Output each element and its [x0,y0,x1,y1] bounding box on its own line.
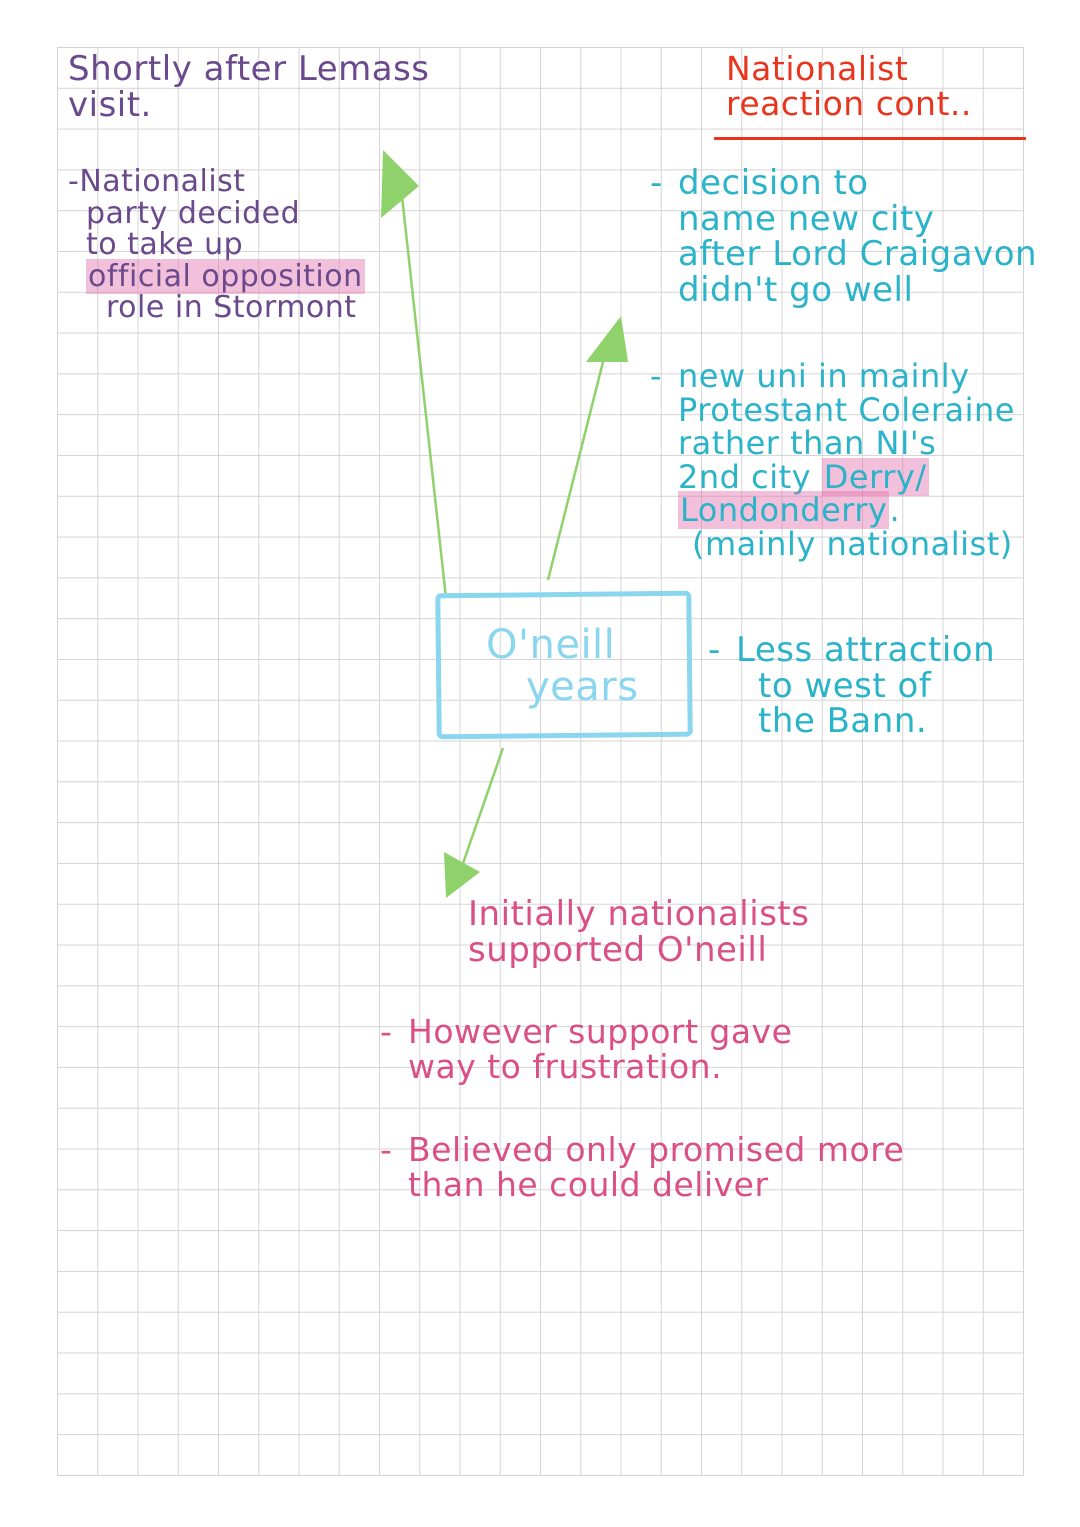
left-note-line1: -Nationalist [68,164,246,199]
arrow-head-to-left-note [381,150,419,218]
bottom-item-2-line2: than he could deliver [408,1164,769,1204]
dash-marker: - [650,163,663,203]
heading-right-underline [714,137,1026,140]
heading-left: Shortly after Lemass visit. [68,49,430,125]
center-topic-line2: years [526,664,639,710]
bottom-title-line1: Initially nationalists [468,894,810,934]
grid-paper-background [57,47,1024,1476]
right-item-1-line2: name new city [678,198,935,239]
arrow-head-to-right-notes [586,316,628,362]
left-note: -Nationalist party decided to take up of… [68,166,365,324]
right-note-item-3: - Less attraction to west of the Bann. [708,630,996,742]
heading-right-line1: Nationalist [726,49,909,88]
right-item-2-line1: new uni in mainly [678,357,970,395]
right-item-2-line3: rather than NI's [678,424,937,463]
right-item-2-line4a: 2nd city [678,457,822,496]
bottom-item-1-line2: way to frustration. [408,1046,723,1086]
bottom-item-2-line1: Believed only promised more [408,1130,905,1169]
right-item-2-line2: Protestant Coleraine [678,390,1015,429]
right-item-1-line4: didn't go well [678,270,914,311]
right-item-2-line4b-highlighted: Derry/ [821,457,929,496]
right-item-3-line3: the Bann. [758,701,928,742]
heading-left-line2: visit. [68,84,152,125]
right-note-item-1: - decision to name new city after Lord C… [650,163,1038,311]
right-note-item-2: - new uni in mainly Protestant Coleraine… [650,357,1015,563]
dash-marker: - [380,1130,393,1169]
heading-right: Nationalist reaction cont.. [726,49,972,123]
arrow-line-to-left-note [398,177,448,599]
heading-right-line2: reaction cont.. [726,83,972,123]
right-item-1-line1: decision to [678,163,869,203]
dash-marker: - [650,357,663,395]
arrow-line-to-right-notes [546,349,608,581]
bottom-note-item-2: - Believed only promised more than he co… [380,1130,905,1204]
left-note-line3: to take up [86,227,244,262]
left-note-line2: party decided [86,195,301,231]
right-item-3-line1: Less attraction [736,630,996,670]
left-note-line4-highlighted: official opposition [86,258,365,294]
bottom-item-1-line1: However support gave [408,1012,793,1051]
bottom-note-item-1: - However support gave way to frustratio… [380,1012,793,1086]
bottom-note-title: Initially nationalists supported O'neill [468,894,810,970]
dash-marker: - [380,1012,393,1051]
arrow-line-to-bottom-notes [458,747,505,873]
right-item-2-line6: (mainly nationalist) [692,524,1013,563]
center-topic-line1: O'neill [486,622,616,668]
right-item-2-line5-highlighted: Londonderry [678,491,890,530]
right-item-3-line2: to west of [758,665,932,706]
arrow-head-to-bottom-notes [444,852,480,898]
left-note-line5: role in Stormont [106,290,357,325]
right-item-2-line5b: . [889,491,901,530]
heading-left-line1: Shortly after Lemass [68,49,430,89]
right-item-1-line3: after Lord Craigavon [678,234,1038,275]
bottom-title-line2: supported O'neill [468,929,768,970]
dash-marker: - [708,630,721,670]
